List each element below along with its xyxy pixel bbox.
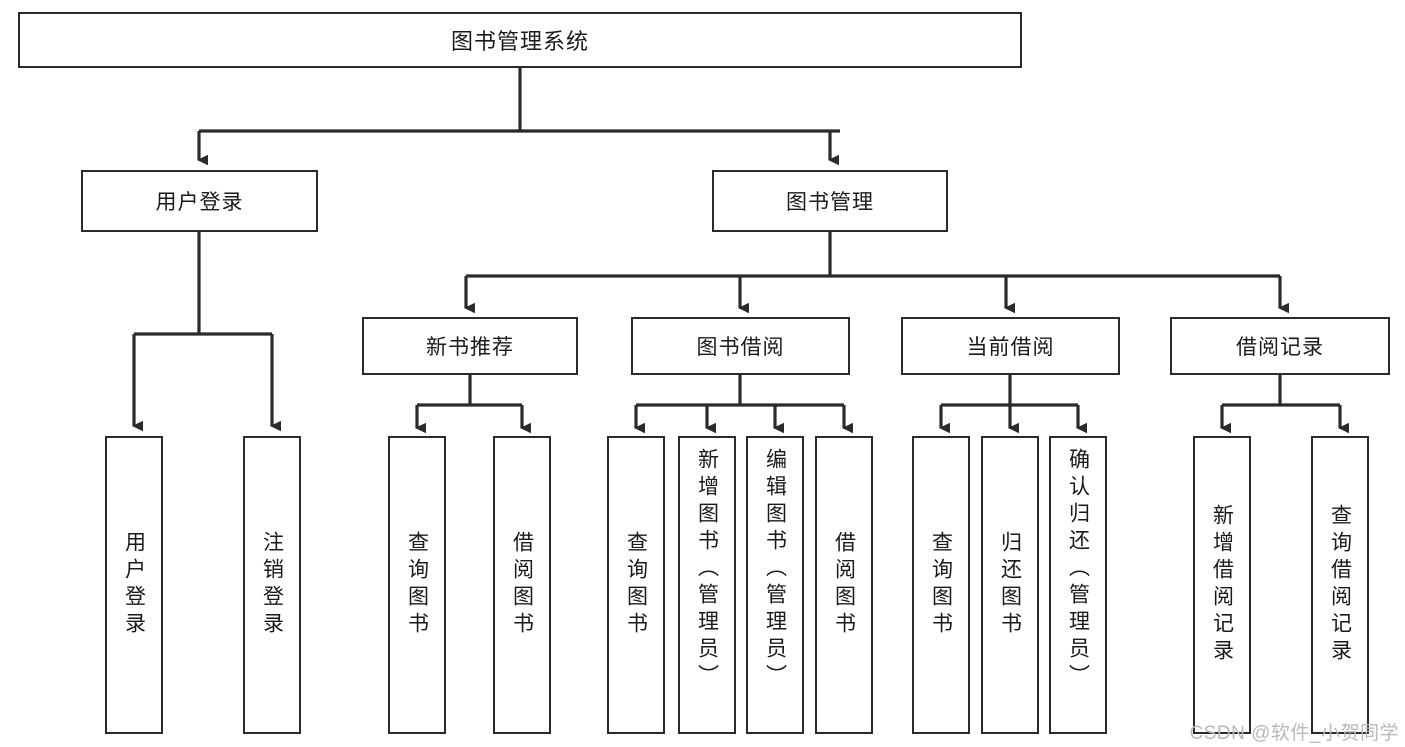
- leaf-user-login-2-label: 注销登录: [260, 531, 284, 639]
- node-book-manage-label: 图书管理: [786, 191, 874, 214]
- leaf-book-borrow-2[interactable]: 新增图书（管理员）: [678, 436, 736, 734]
- leaf-user-login-2[interactable]: 注销登录: [243, 436, 301, 734]
- node-new-book-recommend[interactable]: 新书推荐: [362, 317, 578, 375]
- leaf-book-borrow-4[interactable]: 借阅图书: [815, 436, 873, 734]
- leaf-new-book-1[interactable]: 查询图书: [388, 436, 446, 734]
- leaf-user-login-1[interactable]: 用户登录: [105, 436, 163, 734]
- node-current-borrow[interactable]: 当前借阅: [901, 317, 1120, 375]
- leaf-new-book-2[interactable]: 借阅图书: [493, 436, 551, 734]
- leaf-current-borrow-1-label: 查询图书: [929, 531, 953, 639]
- leaf-book-borrow-2-label: 新增图书（管理员）: [695, 448, 719, 691]
- node-user-login[interactable]: 用户登录: [81, 170, 318, 232]
- node-root[interactable]: 图书管理系统: [18, 12, 1022, 68]
- node-borrow-record-label: 借阅记录: [1236, 336, 1324, 359]
- node-book-manage[interactable]: 图书管理: [712, 170, 948, 232]
- node-borrow-record[interactable]: 借阅记录: [1170, 317, 1390, 375]
- leaf-borrow-record-2[interactable]: 查询借阅记录: [1311, 436, 1369, 734]
- leaf-borrow-record-1-label: 新增借阅记录: [1210, 504, 1234, 666]
- leaf-new-book-1-label: 查询图书: [405, 531, 429, 639]
- leaf-user-login-1-label: 用户登录: [122, 531, 146, 639]
- leaf-current-borrow-3[interactable]: 确认归还（管理员）: [1049, 436, 1107, 734]
- node-book-borrow[interactable]: 图书借阅: [631, 317, 850, 375]
- leaf-book-borrow-3[interactable]: 编辑图书（管理员）: [746, 436, 804, 734]
- leaf-borrow-record-1[interactable]: 新增借阅记录: [1193, 436, 1251, 734]
- leaf-borrow-record-2-label: 查询借阅记录: [1328, 504, 1352, 666]
- leaf-current-borrow-3-label: 确认归还（管理员）: [1066, 448, 1090, 691]
- leaf-current-borrow-1[interactable]: 查询图书: [912, 436, 970, 734]
- watermark: CSDN @软件_小贺同学: [1189, 723, 1399, 744]
- leaf-book-borrow-3-label: 编辑图书（管理员）: [763, 448, 787, 691]
- leaf-new-book-2-label: 借阅图书: [510, 531, 534, 639]
- leaf-current-borrow-2-label: 归还图书: [998, 531, 1022, 639]
- leaf-book-borrow-4-label: 借阅图书: [832, 531, 856, 639]
- leaf-book-borrow-1-label: 查询图书: [624, 531, 648, 639]
- leaf-book-borrow-1[interactable]: 查询图书: [607, 436, 665, 734]
- node-current-borrow-label: 当前借阅: [966, 336, 1055, 359]
- node-root-label: 图书管理系统: [450, 29, 589, 54]
- node-book-borrow-label: 图书借阅: [696, 336, 785, 359]
- node-new-book-recommend-label: 新书推荐: [426, 336, 514, 359]
- node-user-login-label: 用户登录: [155, 191, 244, 214]
- leaf-current-borrow-2[interactable]: 归还图书: [981, 436, 1039, 734]
